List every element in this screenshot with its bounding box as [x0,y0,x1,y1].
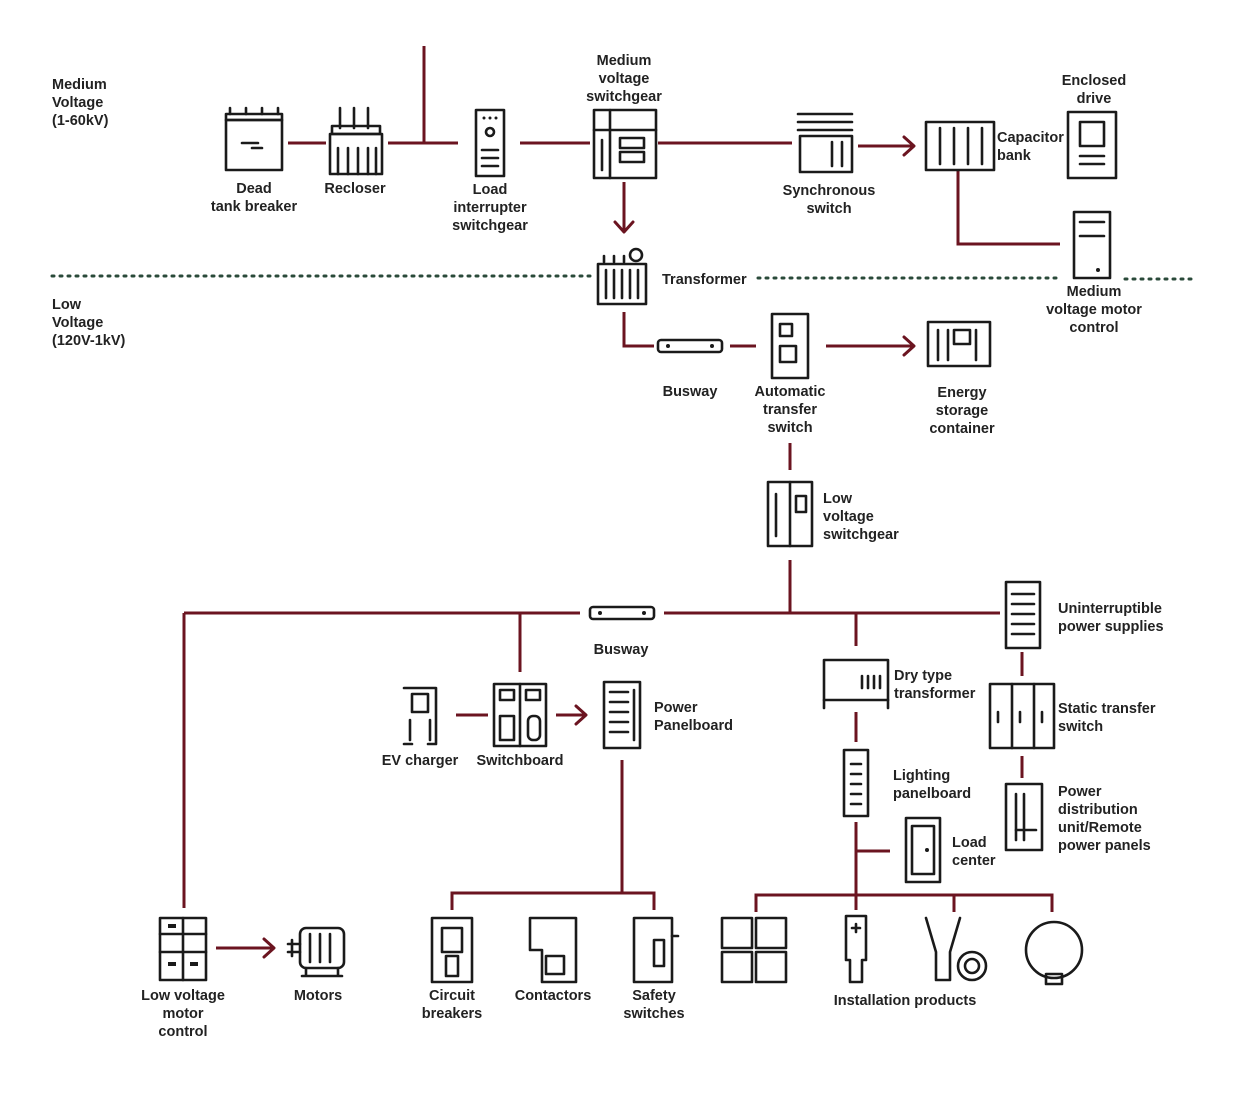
busway-bottom-label: Busway [593,642,649,658]
lv-motor-control-icon [158,916,208,982]
pdu-icon [1004,782,1044,852]
lv-motor-control-label: Low voltage motor control [141,988,225,1040]
dead-tank-breaker-label: Dead tank breaker [210,181,298,215]
medium-voltage-label: Medium Voltage (1-60kV) [52,77,109,129]
busway-top-icon [656,338,724,354]
load-interrupter-icon [474,108,506,178]
motors-label: Motors [293,988,343,1004]
capacitor-bank-icon [924,120,996,172]
mv-switchgear-label: Medium voltage switchgear [586,53,662,105]
installation-products-icons [720,914,1084,986]
mv-switchgear-icon [592,108,658,180]
transformer-label: Transformer [660,271,749,289]
switchboard-icon [492,682,548,748]
motors-icon [286,926,346,978]
static-transfer-switch-label: Static transfer switch [1058,701,1156,735]
mv-motor-control-label: Medium voltage motor control [1046,284,1142,336]
load-center-icon [904,816,942,884]
safety-switches-icon [632,916,680,984]
static-transfer-switch-icon [988,682,1056,750]
synchronous-switch-label: Synchronous switch [782,183,876,217]
circuit-breakers-label: Circuit breakers [421,988,483,1022]
ups-label: Uninterruptible power supplies [1058,601,1164,635]
ats-icon [770,312,810,380]
safety-switches-label: Safety switches [623,988,685,1022]
mv-wires [288,46,1060,246]
contactors-label: Contactors [514,988,592,1004]
lighting-panelboard-label: Lighting panelboard [893,768,972,802]
lv-switchgear-label: Low voltage switchgear [823,491,899,543]
ev-charger-icon [402,686,438,746]
busway-bottom-icon [588,605,656,621]
dead-tank-breaker-icon [224,106,284,172]
load-center-label: Load center [952,835,996,869]
ups-icon [1004,580,1042,650]
enclosed-drive-icon [1066,110,1118,180]
ats-label: Automatic transfer switch [754,384,826,436]
dry-type-transformer-icon [822,658,890,710]
power-panelboard-label: Power Panelboard [654,700,733,734]
power-panelboard-icon [602,680,642,750]
switchboard-label: Switchboard [476,753,564,769]
lv-switchgear-icon [766,480,814,548]
installation-products-label: Installation products [833,993,977,1009]
mv-motor-control-icon [1072,210,1112,280]
dry-type-transformer-label: Dry type transformer [894,668,976,702]
load-interrupter-label: Load interrupter switchgear [452,182,528,234]
recloser-label: Recloser [324,181,386,197]
transformer-icon [596,247,648,306]
lv-wires [182,312,1054,959]
capacitor-bank-label: Capacitor bank [997,130,1064,164]
energy-storage-icon [926,320,992,368]
lighting-panelboard-icon [842,748,870,818]
ev-charger-label: EV charger [381,753,459,769]
enclosed-drive-label: Enclosed drive [1061,73,1127,107]
low-voltage-label: Low Voltage (120V-1kV) [52,297,126,349]
recloser-icon [328,106,384,176]
pdu-label: Power distribution unit/Remote power pan… [1058,784,1151,854]
synchronous-switch-icon [796,112,854,174]
circuit-breakers-icon [430,916,474,984]
busway-top-label: Busway [662,384,718,400]
energy-storage-label: Energy storage container [929,385,995,437]
contactors-icon [528,916,578,984]
